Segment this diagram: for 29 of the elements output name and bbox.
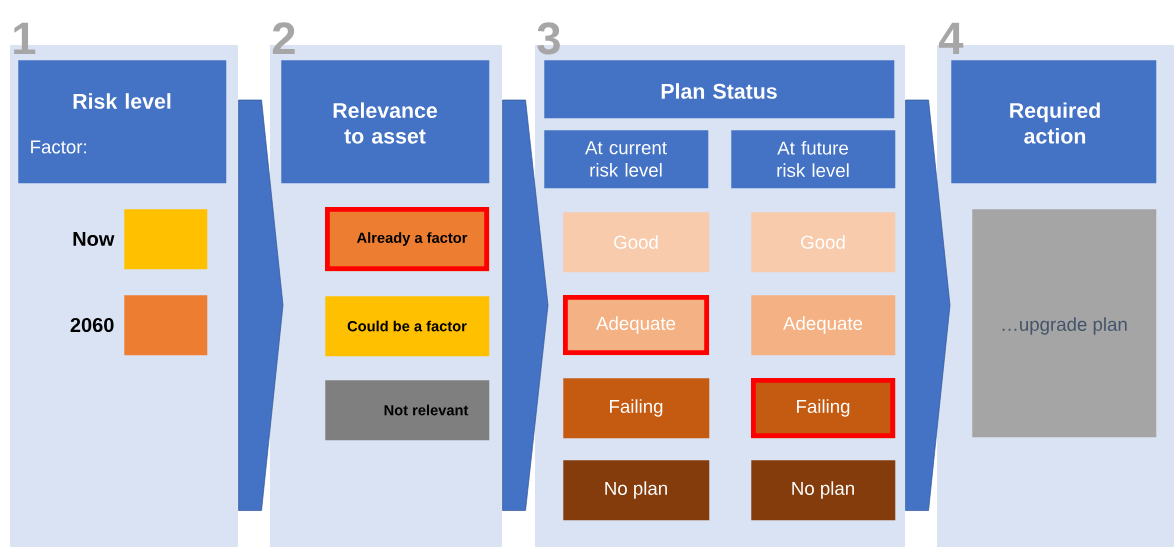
subheading-box: At future risk level xyxy=(731,130,896,189)
subheading-box: At current risk level xyxy=(544,130,709,189)
category-box: Already a factor xyxy=(325,207,490,272)
chevron-arrow xyxy=(238,99,284,511)
step-number: 2 xyxy=(272,22,295,54)
status-box: No plan xyxy=(563,460,710,521)
step-number: 1 xyxy=(14,22,36,54)
heading-box: Risk level Factor: xyxy=(18,60,227,184)
chevron-arrow xyxy=(905,99,951,511)
heading-box: Relevance to asset xyxy=(281,60,490,184)
status-box: No plan xyxy=(751,460,896,521)
row-label: Now xyxy=(73,232,115,246)
status-box: Adequate xyxy=(751,295,896,356)
color-swatch xyxy=(124,295,208,356)
step-number: 4 xyxy=(938,22,964,54)
action-box: …upgrade plan xyxy=(972,209,1157,438)
chevron-arrow xyxy=(502,99,549,511)
row-label: 2060 xyxy=(70,317,114,333)
status-box: Good xyxy=(751,212,896,273)
color-swatch xyxy=(124,209,208,270)
status-box: Failing xyxy=(563,378,710,439)
step-number: 3 xyxy=(537,22,560,55)
heading-box: Required action xyxy=(951,60,1157,184)
status-box: Good xyxy=(563,212,710,273)
category-box: Not relevant xyxy=(325,380,490,441)
status-box: Adequate xyxy=(563,295,710,356)
status-box: Failing xyxy=(751,378,896,439)
category-box: Could be a factor xyxy=(325,296,490,357)
heading-box: Plan Status xyxy=(544,60,895,119)
